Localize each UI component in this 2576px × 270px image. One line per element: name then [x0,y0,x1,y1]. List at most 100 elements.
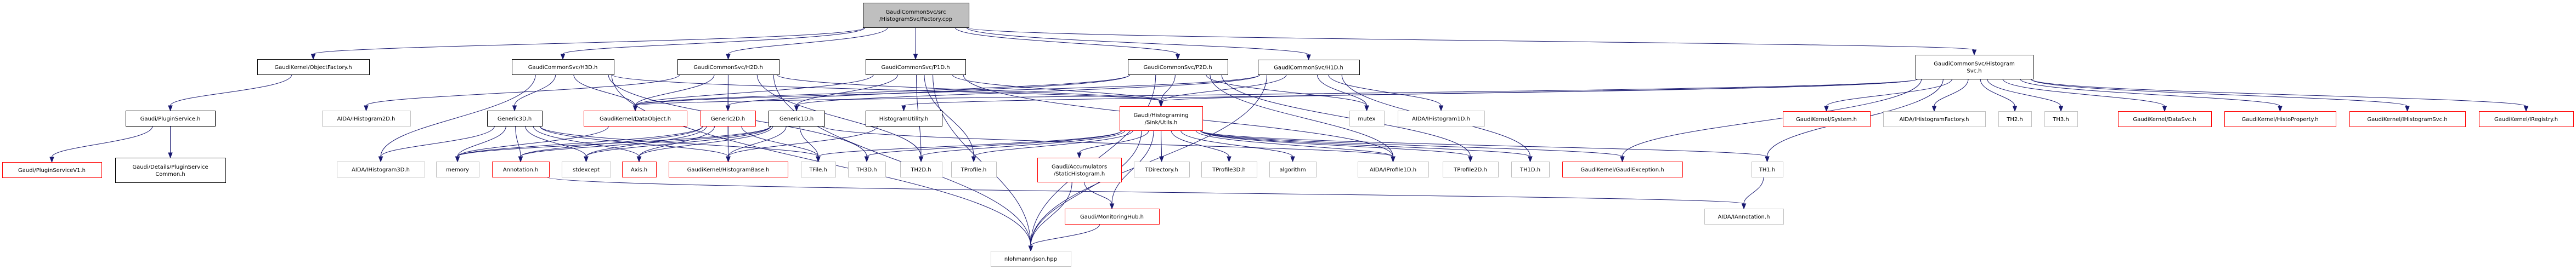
node-gaudiexc[interactable]: GaudiKernel/GaudiException.h [1562,162,1683,177]
node-axis[interactable]: Axis.h [622,162,657,177]
arrowhead-icon [364,105,369,112]
node-label: Annotation.h [503,167,538,173]
arrowhead-icon [2162,106,2167,112]
edge-p2d-to-sinkutils [1161,74,1176,102]
node-algorithm[interactable]: algorithm [1269,162,1317,177]
node-root[interactable]: GaudiCommonSvc/src/HistogramSvc/Factory.… [863,3,969,28]
node-ihist1d[interactable]: AIDA/IHistogram1D.h [1398,111,1485,127]
node-datasvc[interactable]: GaudiKernel/DataSvc.h [2118,111,2212,127]
edge-sinkutils-to-monhub [1111,130,1154,204]
node-iprofile1d[interactable]: AIDA/IProfile1D.h [1358,162,1429,177]
node-generic2d[interactable]: Generic2D.h [701,111,756,127]
edge-sinkutils-to-th3d [866,130,1122,157]
node-ihist3d[interactable]: AIDA/IHistogram3D.h [337,162,425,177]
node-generic3d[interactable]: Generic3D.h [487,111,543,127]
node-dataobject[interactable]: GaudiKernel/DataObject.h [584,111,687,127]
edge-h3d-to-sinkutils [611,74,1161,102]
node-stdexcept[interactable]: stdexcept [562,162,611,177]
node-label: TH1D.h [1519,167,1540,173]
node-ihist2d[interactable]: AIDA/IHistogram2D.h [322,111,411,127]
edge-h2d-to-th2d [756,74,922,157]
node-tdirectory[interactable]: TDirectory.h [1134,162,1190,177]
node-th2d[interactable]: TH2D.h [900,162,942,177]
edge-pluginsvc-to-pluginv1 [52,125,153,158]
node-sinkutils[interactable]: Gaudi/Histograming/Sink/Utils.h [1120,106,1203,131]
node-monhub[interactable]: Gaudi/MonitoringHub.h [1065,209,1160,225]
arrowhead-icon [1159,101,1163,107]
node-tprofile3d[interactable]: TProfile3D.h [1201,162,1257,177]
node-histutil[interactable]: HistogramUtility.h [866,111,942,127]
node-generic1d[interactable]: Generic1D.h [769,111,825,127]
arrowhead-icon [1824,106,1829,112]
arrowhead-icon [1438,105,1444,112]
arrowhead-icon [168,105,173,112]
node-statichist[interactable]: Gaudi/Accumulators/StaticHistogram.h [1037,158,1122,182]
arrowhead-icon [1175,54,1180,60]
node-box [2118,111,2212,127]
node-h1d[interactable]: GaudiCommonSvc/H1D.h [1258,60,1360,75]
node-th3d[interactable]: TH3D.h [848,162,886,177]
node-mutex[interactable]: mutex [1349,111,1385,127]
node-pluginsvc[interactable]: Gaudi/PluginService.h [126,111,216,127]
node-h3d[interactable]: GaudiCommonSvc/H3D.h [512,59,614,75]
node-json[interactable]: nlohmann/json.hpp [991,251,1071,267]
node-label: TH2D.h [910,167,931,173]
node-objfactory[interactable]: GaudiKernel/ObjectFactory.h [257,59,370,75]
node-label: GaudiKernel/HistogramBase.h [687,167,770,173]
arrowhead-icon [1931,106,1937,112]
node-box [492,162,550,177]
node-pluginv1[interactable]: Gaudi/PluginServiceV1.h [2,162,102,178]
node-th1[interactable]: TH1.h [1752,162,1783,177]
node-box [866,111,942,127]
edge-histsvc-to-sinkutils [1161,78,1918,102]
node-histsvc[interactable]: GaudiCommonSvc/HistogramSvc.h [1916,55,2033,79]
node-histoprop[interactable]: GaudiKernel/HistoProperty.h [2224,111,2336,127]
arrowhead-icon [1227,156,1231,163]
arrowhead-icon [1620,156,1625,163]
node-th2[interactable]: TH2.h [1998,111,2032,127]
edge-objfactory-to-pluginsvc [170,74,292,106]
node-box [257,59,370,75]
edge-histsvc-to-dataobject [635,78,1918,106]
node-box [1443,162,1499,177]
node-box [669,162,788,177]
node-ihistfactory[interactable]: AIDA/IHistogramFactory.h [1883,111,1986,127]
arrowhead-icon [2278,106,2283,112]
node-iregistry[interactable]: GaudiKernel/IRegistry.h [2479,111,2574,127]
node-th3[interactable]: TH3.h [2044,111,2078,127]
arrowhead-icon [518,156,523,163]
node-ihistsvc[interactable]: GaudiKernel/IHistogramSvc.h [2349,111,2466,127]
edge-h1d-to-sinkutils [1161,74,1287,102]
node-label: AIDA/IHistogram2D.h [337,116,396,122]
node-p2d[interactable]: GaudiCommonSvc/P2D.h [1128,59,1228,75]
node-box [769,111,825,127]
node-p1d[interactable]: GaudiCommonSvc/P1D.h [866,59,966,75]
node-memory[interactable]: memory [436,162,479,177]
node-label: AIDA/IProfile1D.h [1370,167,1416,173]
node-tprofile[interactable]: TProfile.h [951,162,997,177]
edge-h3d-to-generic3d [514,74,556,106]
node-iannotation[interactable]: AIDA/IAnnotation.h [1704,209,1784,225]
node-tprofile2d[interactable]: TProfile2D.h [1443,162,1499,177]
node-annotation[interactable]: Annotation.h [492,162,550,177]
node-box [584,111,687,127]
node-label: TProfile3D.h [1212,167,1246,173]
node-h2d[interactable]: GaudiCommonSvc/H2D.h [677,59,779,75]
node-system[interactable]: GaudiKernel/System.h [1783,111,1871,127]
node-box [337,162,425,177]
arrowhead-icon [2012,106,2018,112]
node-box [1916,55,2033,79]
node-label: TProfile2D.h [1453,167,1487,173]
node-tfile[interactable]: TFile.h [801,162,836,177]
node-label: Common.h [155,171,185,177]
edge-generic3d-to-axis [533,125,640,157]
node-histbase[interactable]: GaudiKernel/HistogramBase.h [669,162,788,177]
node-th1d[interactable]: TH1D.h [1511,162,1550,177]
node-label: HistogramUtility.h [879,116,928,122]
edge-statichist-to-json [1030,181,1072,246]
arrowhead-icon [1528,156,1533,163]
node-label: TFile.h [809,167,827,173]
node-box [866,59,966,75]
